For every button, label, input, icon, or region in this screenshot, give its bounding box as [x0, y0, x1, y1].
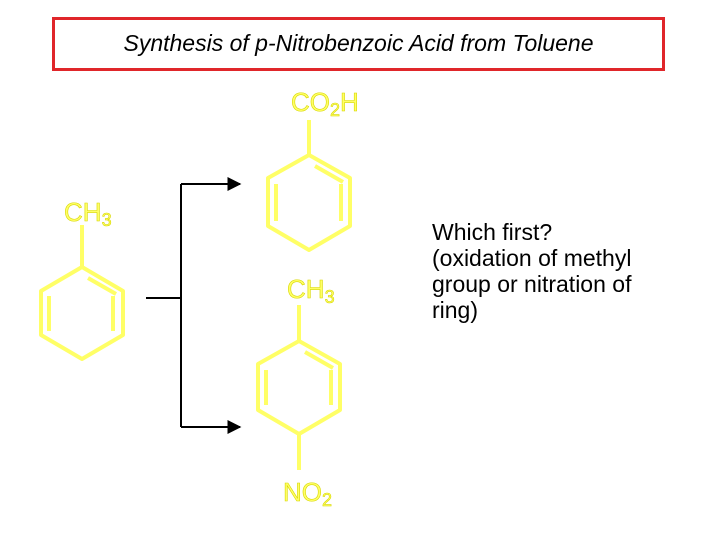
toluene-ring	[39, 265, 125, 361]
nitrotoluene-structure	[256, 305, 342, 470]
toluene-ch3-label: CH3	[64, 197, 112, 230]
co2h-label: CO2H	[291, 87, 359, 120]
question-line: Which first?	[432, 219, 553, 245]
toluene-structure	[39, 225, 125, 361]
page-title: Synthesis of p-Nitrobenzoic Acid from To…	[123, 30, 594, 56]
question-line: (oxidation of methyl	[432, 245, 632, 271]
question-text: Which first? (oxidation of methyl group …	[432, 219, 702, 323]
toluene-double-bond	[87, 276, 117, 296]
no2-label: NO2	[283, 477, 332, 510]
nitrotoluene-double-bond	[304, 350, 334, 370]
question-line: group or nitration of	[432, 271, 632, 297]
benzoic-acid-double-bond	[314, 164, 344, 184]
question-line: ring)	[432, 297, 479, 323]
nitrotoluene-ring	[256, 339, 342, 436]
title-box: Synthesis of p-Nitrobenzoic Acid from To…	[52, 17, 665, 71]
branch-arrows	[146, 177, 242, 434]
benzoic-acid-ring	[266, 153, 352, 252]
benzoic-acid-structure	[266, 120, 352, 252]
methyl-ch3-label: CH3	[287, 274, 335, 307]
